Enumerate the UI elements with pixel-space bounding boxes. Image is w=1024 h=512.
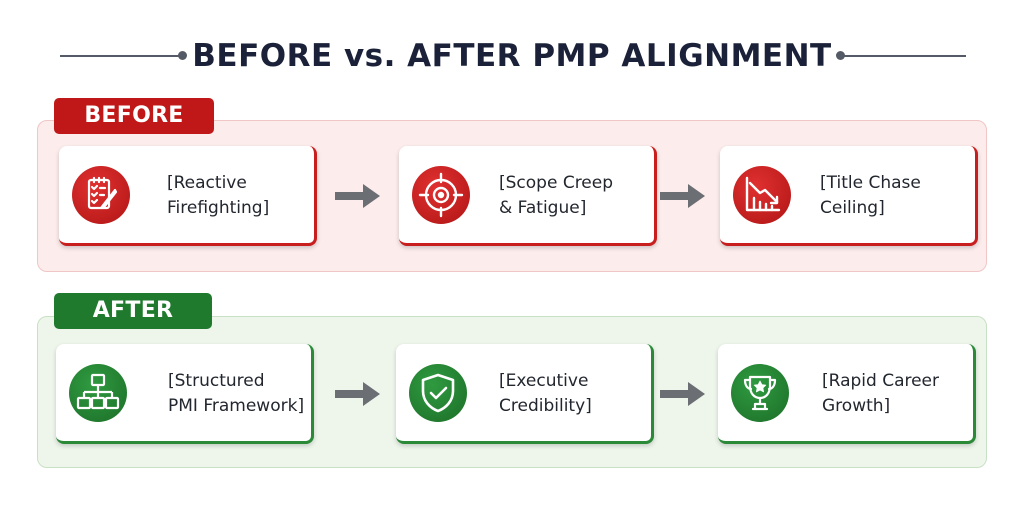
title-left-dot [178, 51, 187, 60]
before-step-1-line2: Firefighting] [167, 198, 270, 218]
before-step-1-label: [Reactive Firefighting] [167, 171, 315, 221]
after-arrow-2-icon [660, 382, 705, 406]
title-right-dot [836, 51, 845, 60]
after-step-1-line1: [Structured [168, 371, 265, 391]
after-step-3-label: [Rapid Career Growth] [822, 369, 970, 419]
trophy-icon [731, 364, 789, 422]
after-step-2-label: [Executive Credibility] [499, 369, 647, 419]
after-step-1-line2: PMI Framework] [168, 396, 305, 416]
title-left-line [60, 55, 180, 57]
before-arrow-1-icon [335, 184, 380, 208]
checklist-pen-icon [72, 166, 130, 224]
declining-chart-icon [733, 166, 791, 224]
after-step-1-card: [Structured PMI Framework] [56, 344, 314, 444]
before-arrow-2-icon [660, 184, 705, 208]
before-step-2-line2: & Fatigue] [499, 198, 587, 218]
title-row: BEFORE vs. AFTER PMP ALIGNMENT [0, 34, 1024, 78]
before-step-3-line1: [Title Chase [820, 173, 921, 193]
target-crosshair-icon [412, 166, 470, 224]
after-step-3-card: [Rapid Career Growth] [718, 344, 976, 444]
after-step-2-line1: [Executive [499, 371, 589, 391]
title-right-line [844, 55, 966, 57]
after-arrow-1-icon [335, 382, 380, 406]
shield-check-icon [409, 364, 467, 422]
after-step-2-card: [Executive Credibility] [396, 344, 654, 444]
page-title: BEFORE vs. AFTER PMP ALIGNMENT [192, 38, 832, 74]
after-step-1-label: [Structured PMI Framework] [168, 369, 316, 419]
before-tab: BEFORE [54, 98, 214, 134]
before-step-2-line1: [Scope Creep [499, 173, 614, 193]
before-step-3-card: [Title Chase Ceiling] [720, 146, 978, 246]
after-step-2-line2: Credibility] [499, 396, 592, 416]
after-step-3-line2: Growth] [822, 396, 891, 416]
after-tab: AFTER [54, 293, 212, 329]
before-step-2-label: [Scope Creep & Fatigue] [499, 171, 647, 221]
before-step-3-label: [Title Chase Ceiling] [820, 171, 968, 221]
before-step-3-line2: Ceiling] [820, 198, 885, 218]
before-step-1-card: [Reactive Firefighting] [59, 146, 317, 246]
org-chart-icon [69, 364, 127, 422]
after-step-3-line1: [Rapid Career [822, 371, 940, 391]
before-step-1-line1: [Reactive [167, 173, 247, 193]
before-step-2-card: [Scope Creep & Fatigue] [399, 146, 657, 246]
